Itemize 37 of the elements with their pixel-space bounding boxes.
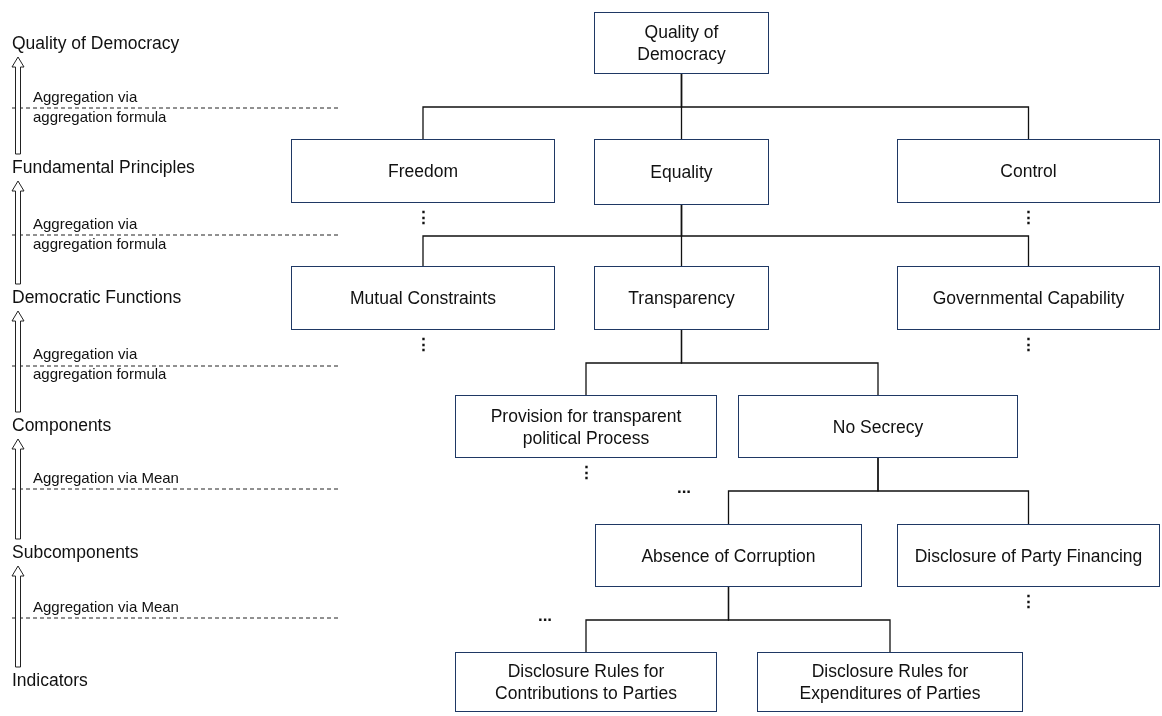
category-box: No Secrecy: [738, 395, 1018, 458]
connector-line: [680, 73, 1030, 140]
connector-line: [680, 204, 1030, 267]
aggregation-note: Aggregation via Mean: [33, 468, 180, 488]
category-box: Disclosure of Party Financing: [897, 524, 1160, 587]
category-box: Absence of Corruption: [595, 524, 862, 587]
category-box: Equality: [594, 139, 769, 205]
connector-line: [727, 586, 891, 653]
category-box: Control: [897, 139, 1160, 203]
continuation-ellipsis: ...: [676, 478, 692, 498]
category-box: Disclosure Rules for Expenditures of Parties: [757, 652, 1023, 712]
aggregation-note: Aggregation via Mean: [33, 597, 180, 617]
aggregation-note: Aggregation via aggregation formula: [33, 214, 168, 254]
continuation-ellipsis: ⋮: [1020, 591, 1037, 612]
level-label: Components: [12, 415, 112, 436]
category-box: Provision for transparent political Process: [455, 395, 717, 458]
continuation-ellipsis: ⋮: [577, 462, 595, 483]
category-box: Freedom: [291, 139, 555, 203]
aggregation-note: Aggregation via aggregation formula: [33, 87, 168, 127]
category-box: Mutual Constraints: [291, 266, 555, 330]
continuation-ellipsis: ...: [537, 606, 553, 626]
level-label: Democratic Functions: [12, 287, 182, 308]
connector-line: [680, 329, 879, 396]
continuation-ellipsis: ⋮: [1020, 334, 1037, 355]
category-box: Quality of Democracy: [594, 12, 769, 74]
level-label: Subcomponents: [12, 542, 139, 563]
category-box: Transparency: [594, 266, 769, 330]
level-label: Indicators: [12, 670, 88, 691]
category-box: Disclosure Rules for Contributions to Parties: [455, 652, 717, 712]
connector-line: [877, 457, 1030, 525]
continuation-ellipsis: ⋮: [1020, 207, 1037, 228]
continuation-ellipsis: ⋮: [414, 207, 432, 228]
aggregation-note: Aggregation via aggregation formula: [33, 344, 168, 384]
continuation-ellipsis: ⋮: [414, 334, 432, 355]
level-label: Fundamental Principles: [12, 157, 195, 178]
level-label: Quality of Democracy: [12, 33, 180, 54]
category-box: Governmental Capability: [897, 266, 1160, 330]
